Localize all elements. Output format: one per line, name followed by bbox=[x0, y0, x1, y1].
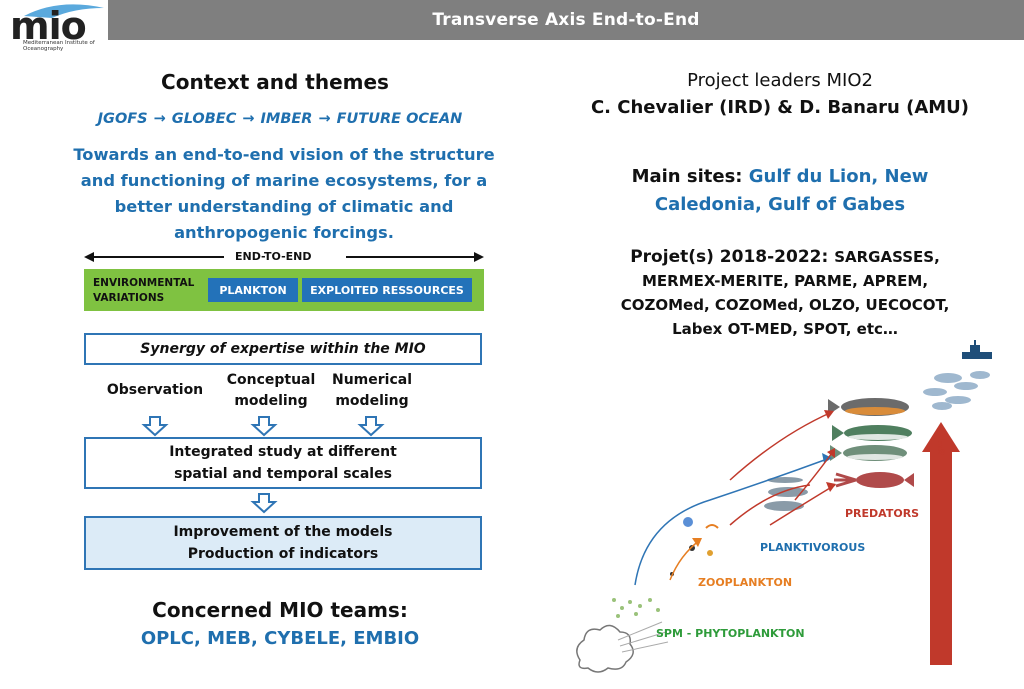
logo-subtitle: Mediterranean Institute of Oceanography bbox=[23, 40, 95, 52]
boat-icon bbox=[962, 340, 992, 359]
numerical-line: Numerical bbox=[331, 372, 412, 388]
conceptual-line: modeling bbox=[234, 393, 308, 409]
leaders-title: Project leaders MIO2 bbox=[687, 70, 873, 91]
projects-line: SARGASSES, bbox=[834, 248, 940, 266]
projects-list: Projet(s) 2018-2022: SARGASSES, MERMEX-M… bbox=[575, 245, 995, 341]
projects-lead: Projet(s) 2018-2022: bbox=[630, 247, 835, 267]
chain-item: GLOBEC bbox=[171, 111, 237, 127]
sites-label: Main sites: bbox=[631, 166, 749, 187]
environmental-variations-label: ENVIRONMENTAL VARIATIONS bbox=[93, 276, 194, 306]
trophic-arrows bbox=[634, 410, 836, 586]
conceptual-modeling-label: Conceptual modeling bbox=[220, 370, 322, 412]
isotope-arrow-icon bbox=[922, 422, 960, 665]
conceptual-line: Conceptual bbox=[226, 372, 316, 388]
zooplankton-icon bbox=[670, 517, 719, 576]
down-arrow-icon bbox=[357, 416, 385, 437]
improve-line: Improvement of the models bbox=[173, 524, 393, 540]
improve-line: Production of indicators bbox=[187, 546, 379, 562]
fish-icon bbox=[830, 445, 907, 461]
main-sites: Main sites: Gulf du Lion, New Caledonia,… bbox=[580, 163, 980, 219]
header-bar: Transverse Axis End-to-End bbox=[108, 0, 1024, 40]
end-to-end-arrow-icon bbox=[84, 252, 484, 262]
phytoplankton-icon bbox=[612, 598, 660, 618]
sites-value: Caledonia, Gulf of Gabes bbox=[654, 194, 906, 215]
river-plume-icon bbox=[576, 621, 669, 673]
integrated-line: Integrated study at different bbox=[169, 444, 397, 460]
vision-line: Towards an end-to-end vision of the stru… bbox=[73, 145, 495, 164]
chain-item: FUTURE OCEAN bbox=[336, 111, 463, 127]
program-chain: JGOFS → GLOBEC → IMBER → FUTURE OCEAN bbox=[60, 111, 500, 127]
planktivorous-label: PLANKTIVOROUS bbox=[760, 541, 865, 554]
chain-arrow-icon: → bbox=[242, 111, 255, 127]
logo-name: mio bbox=[10, 4, 87, 48]
exploited-resources-box: EXPLOITED RESSOURCES bbox=[302, 278, 472, 302]
mio-logo bbox=[4, 2, 108, 62]
spm-phytoplankton-label: SPM - PHYTOPLANKTON bbox=[656, 627, 805, 640]
plankton-box: PLANKTON bbox=[208, 278, 298, 302]
end-to-end-label: END-TO-END bbox=[235, 250, 312, 263]
sites-value: Gulf du Lion, New bbox=[748, 166, 929, 187]
integrated-study-box: Integrated study at different spatial an… bbox=[84, 437, 482, 489]
vision-line: anthropogenic forcings. bbox=[174, 223, 394, 242]
observation-label: Observation bbox=[106, 382, 204, 398]
fish-icon bbox=[828, 398, 909, 416]
isotope-label: δ¹⁵N bbox=[938, 433, 948, 455]
down-arrow-icon bbox=[250, 493, 278, 514]
integrated-line: spatial and temporal scales bbox=[174, 466, 392, 482]
leaders-names: C. Chevalier (IRD) & D. Banaru (AMU) bbox=[590, 97, 970, 118]
down-arrow-icon bbox=[141, 416, 169, 437]
env-line: ENVIRONMENTAL bbox=[93, 277, 195, 289]
improvement-box: Improvement of the models Production of … bbox=[84, 516, 482, 570]
chain-arrow-icon: → bbox=[318, 111, 331, 127]
vision-line: and functioning of marine ecosystems, fo… bbox=[80, 171, 488, 190]
zooplankton-label: ZOOPLANKTON bbox=[698, 576, 792, 589]
teams-title: Concerned MIO teams: bbox=[152, 598, 408, 622]
projects-line: Labex OT-MED, SPOT, etc… bbox=[672, 320, 898, 338]
teams-list: OPLC, MEB, CYBELE, EMBIO bbox=[140, 628, 420, 649]
squid-icon bbox=[834, 472, 914, 488]
vision-line: better understanding of climatic and bbox=[114, 197, 454, 216]
down-arrow-icon bbox=[250, 416, 278, 437]
food-web-illustration: δ¹⁵N bbox=[576, 340, 992, 673]
numerical-modeling-label: Numerical modeling bbox=[324, 370, 420, 412]
chain-item: JGOFS bbox=[97, 111, 148, 127]
context-title: Context and themes bbox=[161, 70, 389, 94]
fish-school-icon bbox=[923, 371, 990, 410]
env-line: VARIATIONS bbox=[93, 292, 165, 304]
numerical-line: modeling bbox=[335, 393, 409, 409]
synergy-box: Synergy of expertise within the MIO bbox=[84, 333, 482, 365]
projects-line: COZOMed, COZOMed, OLZO, UECOCOT, bbox=[620, 296, 950, 314]
fish-icon bbox=[832, 425, 912, 441]
header-title: Transverse Axis End-to-End bbox=[432, 10, 700, 30]
chain-arrow-icon: → bbox=[153, 111, 166, 127]
vision-statement: Towards an end-to-end vision of the stru… bbox=[58, 142, 510, 246]
projects-line: MERMEX-MERITE, PARME, APREM, bbox=[641, 272, 929, 290]
chain-item: IMBER bbox=[260, 111, 313, 127]
predators-label: PREDATORS bbox=[845, 507, 919, 520]
